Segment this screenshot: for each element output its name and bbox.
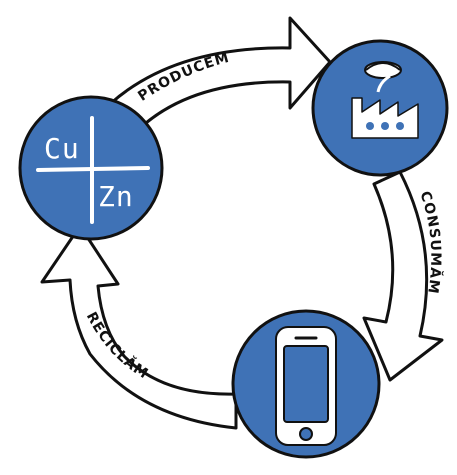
factory-node	[311, 39, 449, 177]
smartphone-icon	[275, 326, 337, 446]
smartphone-node	[231, 309, 381, 459]
elements-icon	[36, 116, 150, 224]
element-cu: Cu	[44, 132, 80, 165]
arrow-consume: CONSUMĂM	[362, 170, 444, 382]
arrow-recycle: RECICLĂM	[40, 224, 238, 430]
elements-node: Cu Zn	[18, 95, 164, 241]
element-zn: Zn	[98, 180, 134, 213]
factory-icon	[351, 61, 419, 139]
